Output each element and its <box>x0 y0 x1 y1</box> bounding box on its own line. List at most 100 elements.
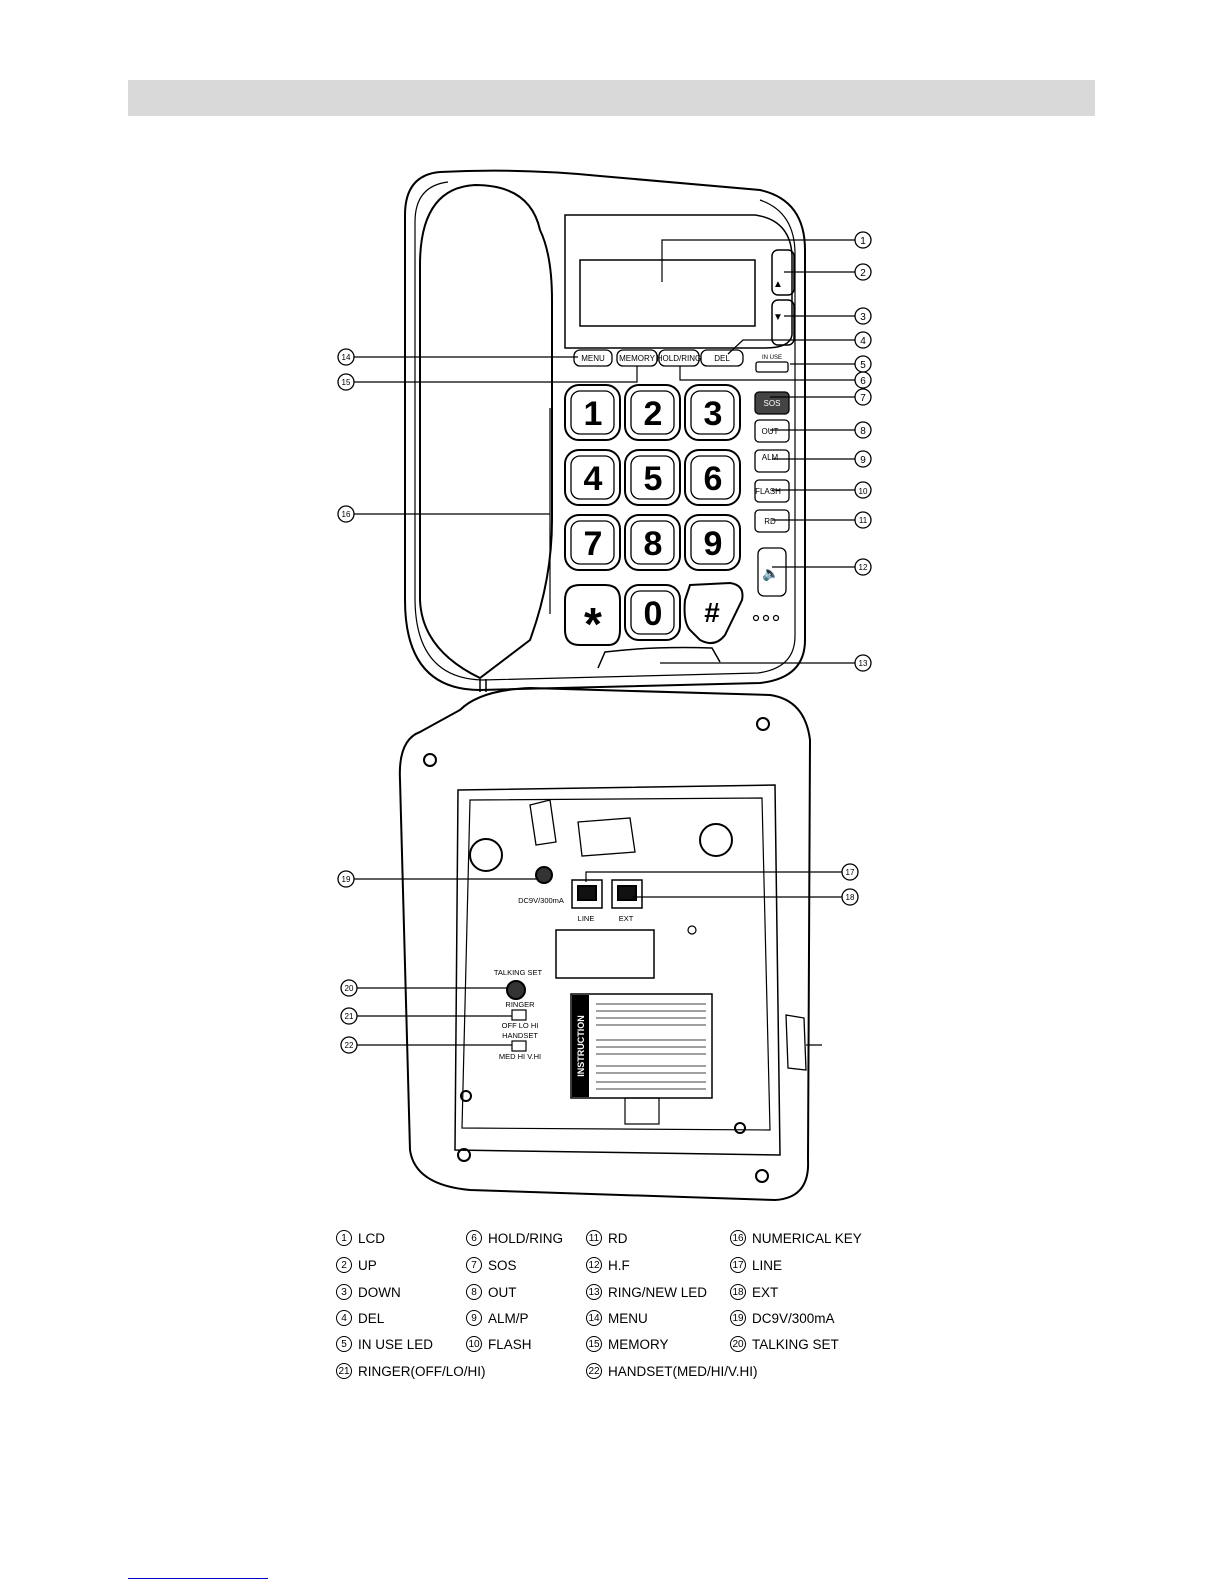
speaker-icon: 🔈 <box>762 565 779 582</box>
power-jack <box>535 866 553 884</box>
rd-label: RD <box>764 517 776 526</box>
key-6: 6 <box>704 460 723 498</box>
del-label: DEL <box>714 354 730 363</box>
hands-free-button <box>757 547 787 597</box>
svg-text:7: 7 <box>860 393 866 404</box>
ringer-switch <box>511 1009 527 1021</box>
svg-text:2: 2 <box>860 268 866 279</box>
back-screw <box>457 1148 471 1162</box>
rd-button-shape <box>754 509 790 533</box>
ext-jack <box>611 879 643 909</box>
flash-label: FLASH <box>755 487 781 496</box>
mic-hole <box>772 614 780 622</box>
svg-text:20: 20 <box>345 984 354 993</box>
key-8: 8 <box>644 525 663 563</box>
handset <box>419 183 553 680</box>
phone-front-inner-outline <box>414 181 796 681</box>
handset-positions: MED HI V.HI <box>499 1052 541 1061</box>
key-9: 9 <box>704 525 723 563</box>
memory-label: MEMORY <box>619 354 656 363</box>
svg-text:9: 9 <box>860 455 866 466</box>
side-cord <box>785 1014 822 1071</box>
instruction-title: INSTRUCTION <box>576 1015 586 1077</box>
ringer-label: RINGER <box>505 1000 535 1009</box>
down-arrow-icon: ▼ <box>773 312 783 323</box>
out-label: OUT <box>762 427 779 436</box>
power-label: DC9V/300mA <box>518 896 564 905</box>
key-2: 2 <box>644 395 663 433</box>
svg-text:3: 3 <box>860 312 866 323</box>
menu-button-shape <box>573 349 613 367</box>
footer-divider <box>128 1578 268 1579</box>
cord-hook <box>577 817 636 857</box>
key-1: 1 <box>584 395 603 433</box>
keypad <box>564 384 744 646</box>
alm-label: ALM <box>762 453 779 462</box>
line-label: LINE <box>578 914 595 923</box>
in-use-label: IN USE <box>762 355 782 361</box>
svg-text:5: 5 <box>860 360 866 371</box>
back-screw <box>756 717 770 731</box>
in-use-led <box>755 361 789 373</box>
svg-text:11: 11 <box>859 516 868 525</box>
talking-set-label: TALKING SET <box>494 968 543 977</box>
phone-back-recess <box>454 784 781 1156</box>
up-arrow-icon: ▲ <box>773 279 783 290</box>
svg-text:1: 1 <box>860 236 866 247</box>
battery-latch <box>624 1097 660 1125</box>
svg-text:16: 16 <box>342 510 351 519</box>
alm-button-shape <box>754 449 790 473</box>
svg-text:17: 17 <box>846 868 855 877</box>
key-0: 0 <box>644 595 663 633</box>
phone-back-body <box>398 686 812 1202</box>
line-jack <box>571 879 603 909</box>
flash-button-shape <box>754 479 790 503</box>
callout-leaders <box>354 239 855 1046</box>
key-hash: # <box>704 597 720 628</box>
cord-clip <box>529 799 557 846</box>
svg-text:12: 12 <box>859 563 868 572</box>
handset-switch <box>511 1040 527 1052</box>
key-4: 4 <box>584 460 603 498</box>
down-button <box>771 299 795 346</box>
key-3: 3 <box>704 395 723 433</box>
display-panel <box>564 214 793 349</box>
ext-label: EXT <box>619 914 634 923</box>
back-hole <box>734 1122 746 1134</box>
key-star: * <box>584 598 602 650</box>
back-hole <box>460 1090 472 1102</box>
menu-label: MENU <box>581 354 605 363</box>
svg-text:10: 10 <box>859 487 868 496</box>
lcd-screen <box>579 259 756 327</box>
sos-label: SOS <box>764 399 781 408</box>
svg-text:21: 21 <box>345 1012 354 1021</box>
back-screw <box>755 1169 769 1183</box>
svg-text:19: 19 <box>342 875 351 884</box>
mic-hole <box>762 614 770 622</box>
ring-new-led <box>597 646 721 669</box>
handset-label: HANDSET <box>502 1031 538 1040</box>
out-button-shape <box>754 419 790 443</box>
svg-text:4: 4 <box>860 336 866 347</box>
back-screw <box>423 753 437 767</box>
svg-text:18: 18 <box>846 893 855 902</box>
